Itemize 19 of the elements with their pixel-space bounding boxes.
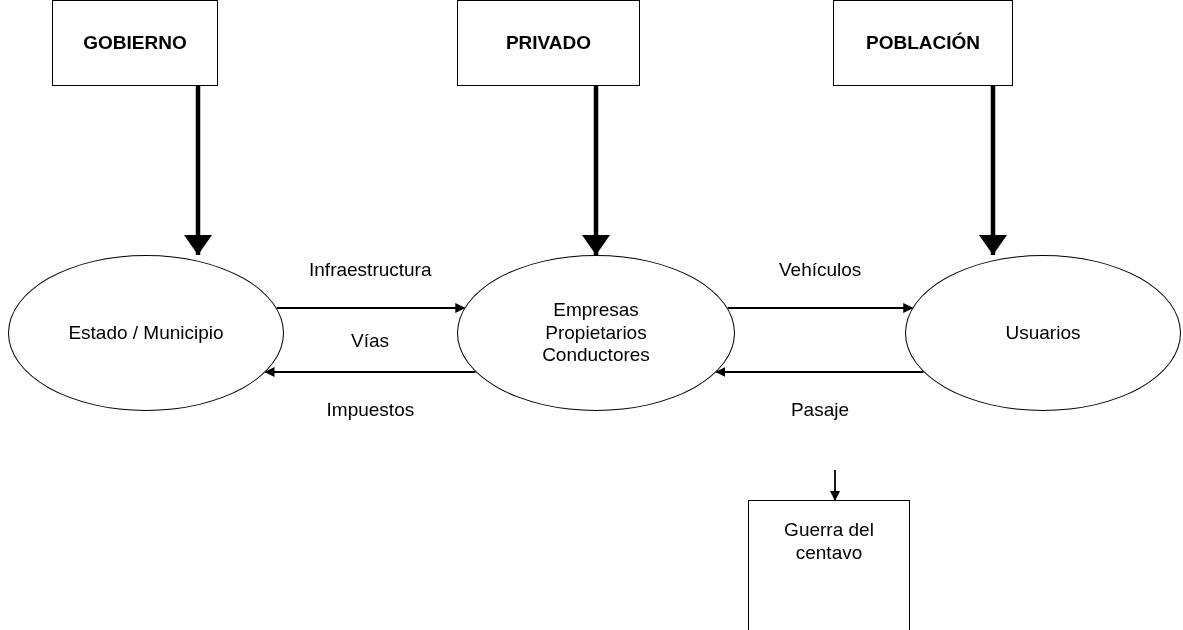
process-box	[52, 0, 218, 86]
arrow	[726, 303, 914, 313]
node-text: GOBIERNO	[83, 31, 187, 55]
node-text: PRIVADO	[505, 31, 592, 55]
process-box	[748, 500, 910, 630]
arrow	[715, 367, 925, 377]
arrow	[830, 469, 840, 501]
node-text: Empresas Propietarios Conductores	[541, 298, 651, 368]
node-text: Guerra del centavo	[783, 519, 875, 565]
arrow	[275, 303, 466, 313]
arrow	[264, 367, 477, 377]
process-box	[833, 0, 1013, 86]
arrow	[184, 86, 212, 255]
process-box	[457, 0, 640, 86]
node-text: POBLACIÓN	[866, 31, 980, 55]
arrow	[979, 86, 1007, 255]
node-text: Usuarios	[1005, 321, 1081, 345]
arrow	[582, 86, 610, 255]
node-text: Estado / Municipio	[68, 321, 224, 345]
